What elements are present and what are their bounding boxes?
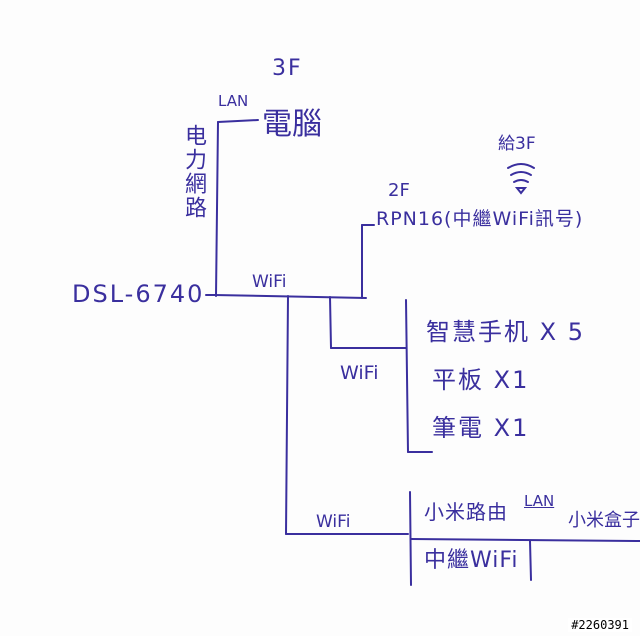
lan-label-top: LAN [218, 92, 249, 110]
powerline-label: 电力網路 [181, 124, 206, 220]
to-3f-label: 給3F [498, 134, 536, 154]
watermark-id: #2260391 [568, 618, 632, 632]
repeater-wifi-box-right [529, 540, 532, 581]
computer-label: 電腦 [262, 107, 322, 142]
xiaomi-vertical [285, 295, 289, 535]
device-tablet-label: 平板 X1 [432, 366, 530, 394]
xiaomi-box-label: 小米盒子 [568, 510, 640, 531]
device-phone-label: 智慧手机 X 5 [426, 318, 585, 346]
repeater-label: RPN16(中繼WiFi訊号) [376, 208, 584, 230]
wifi-signal-icon [507, 163, 535, 195]
wifi-devices-label: WiFi [340, 362, 379, 384]
computer-lan-link [217, 119, 259, 123]
modem-label: DSL-6740 [72, 280, 205, 308]
main-trunk [213, 294, 367, 299]
wifi-main-label: WiFi [252, 272, 287, 292]
devices-vertical [329, 296, 332, 349]
xiaomi-router-label: 小米路由 [424, 500, 508, 524]
floor-3f-label: 3F [272, 56, 303, 81]
lan-box-label: LAN [524, 492, 555, 510]
wifi-xiaomi-label: WiFi [316, 512, 351, 532]
devices-bracket [405, 299, 409, 453]
powerline-vertical [215, 121, 219, 297]
xiaomi-divider [410, 538, 640, 542]
device-laptop-label: 筆電 X1 [432, 414, 530, 442]
repeater-wifi-label: 中繼WiFi [424, 548, 519, 573]
floor-2f-label: 2F [388, 180, 410, 201]
